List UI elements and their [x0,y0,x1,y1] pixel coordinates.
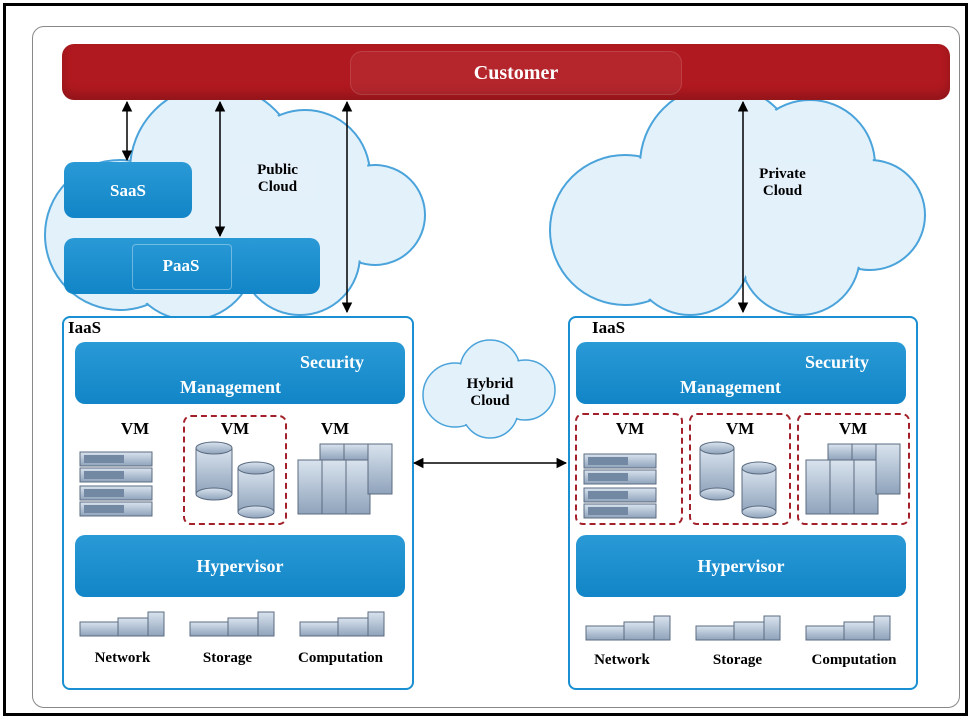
left-iaas-title: IaaS [68,318,102,337]
right-vm-label-1: VM [615,419,645,438]
right-iaas-title: IaaS [592,318,626,337]
left-storage-label: Storage [202,650,253,666]
right-vm-label-3: VM [838,419,868,438]
outer-frame [3,3,968,716]
public-cloud-line1: Public [257,162,298,178]
right-hypervisor-box [576,535,906,597]
left-rack-server-icon [79,451,153,517]
left-storage-device-icon [189,611,275,637]
right-security-management-box [576,342,906,404]
private-cloud-line2: Cloud [762,183,803,200]
left-vm-label-2: VM [220,419,250,438]
left-hypervisor-label: Hypervisor [196,556,284,576]
public-cloud-label: Public Cloud [240,162,315,197]
left-hypervisor-box [75,535,405,597]
left-management-label: Management [180,377,281,397]
hybrid-cloud-line2: Cloud [470,393,510,410]
left-tower-servers-icon [297,443,393,515]
left-security-label: Security [300,352,364,372]
paas-box [64,238,320,294]
right-vm-highlight-2 [689,413,791,525]
left-storage-cylinders-icon [195,441,275,519]
right-management-label: Management [680,377,781,397]
customer-label: Customer [350,51,682,95]
right-storage-device-icon [695,615,781,641]
saas-label: SaaS [110,181,146,200]
left-network-device-icon [79,611,165,637]
right-network-device-icon [585,615,671,641]
private-cloud-label: Private Cloud [745,166,820,201]
saas-box [64,162,192,218]
right-computation-device-icon [805,615,891,641]
left-vm-label-1: VM [120,419,150,438]
hybrid-cloud-label: Hybrid Cloud [450,376,530,411]
right-network-label: Network [594,652,650,668]
paas-label: PaaS [162,256,200,275]
right-vm-highlight-3 [797,413,910,525]
right-rack-server-icon [583,453,657,519]
left-vm-label-3: VM [320,419,350,438]
diagram-border [32,26,960,708]
left-computation-device-icon [299,611,385,637]
hybrid-cloud-line1: Hybrid [466,376,514,392]
customer-bar [62,44,950,100]
left-security-management-box [75,342,405,404]
right-tower-servers-icon [805,443,901,515]
public-cloud-line2: Cloud [257,179,298,196]
right-vm-highlight-1 [575,413,683,525]
left-vm-highlight [183,415,287,525]
right-computation-label: Computation [811,652,897,668]
right-storage-label: Storage [712,652,763,668]
right-security-label: Security [805,352,869,372]
right-storage-cylinders-icon [699,441,777,519]
private-cloud-line1: Private [759,166,806,182]
paas-highlight [132,244,232,290]
right-vm-label-2: VM [725,419,755,438]
left-network-label: Network [94,650,151,666]
left-computation-label: Computation [297,650,383,666]
right-hypervisor-label: Hypervisor [697,556,785,576]
